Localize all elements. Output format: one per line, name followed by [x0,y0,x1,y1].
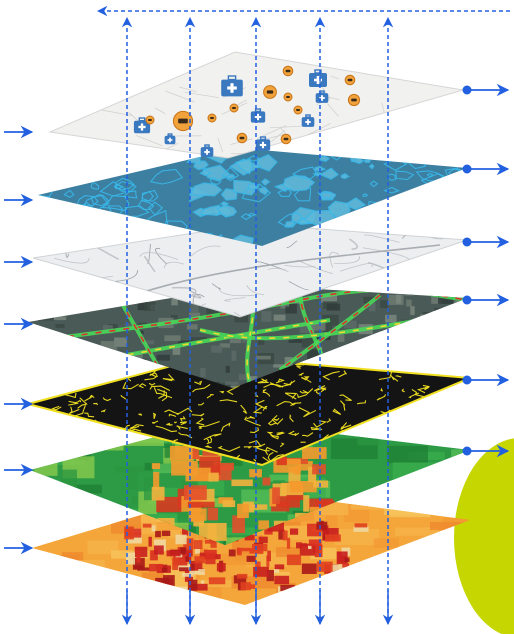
location-pin-icon [229,103,239,113]
layer-output-arrow [462,162,510,176]
location-pin-icon [280,133,292,145]
location-pin-icon [293,105,303,115]
layer-output-arrow [462,373,510,387]
medical-kit-icon [200,144,214,157]
layer-output-arrow [462,83,510,97]
medical-kit-icon [221,75,243,97]
location-pin-icon [282,65,294,77]
medical-kit-icon [309,69,327,87]
location-pin-icon [263,85,277,99]
location-pin-icon [145,115,155,125]
layer-output-arrow [462,293,510,307]
location-pin-icon [283,92,293,102]
location-pin-icon [347,93,361,107]
medical-kit-icon [133,117,151,134]
layer-satellite-traffic [28,285,468,388]
medical-kit-icon [255,136,271,151]
location-pin-icon [236,132,248,144]
medical-kit-icon [164,133,176,145]
location-pin-icon [172,110,194,132]
layer-output-arrow [462,444,510,458]
location-pin-icon [344,74,356,86]
medical-kit-icon [250,108,266,123]
location-pin-icon [207,113,217,123]
accent-shape [454,438,514,634]
poi-icons [133,65,361,157]
medical-kit-icon [301,114,315,127]
layer-output-arrow [462,235,510,249]
